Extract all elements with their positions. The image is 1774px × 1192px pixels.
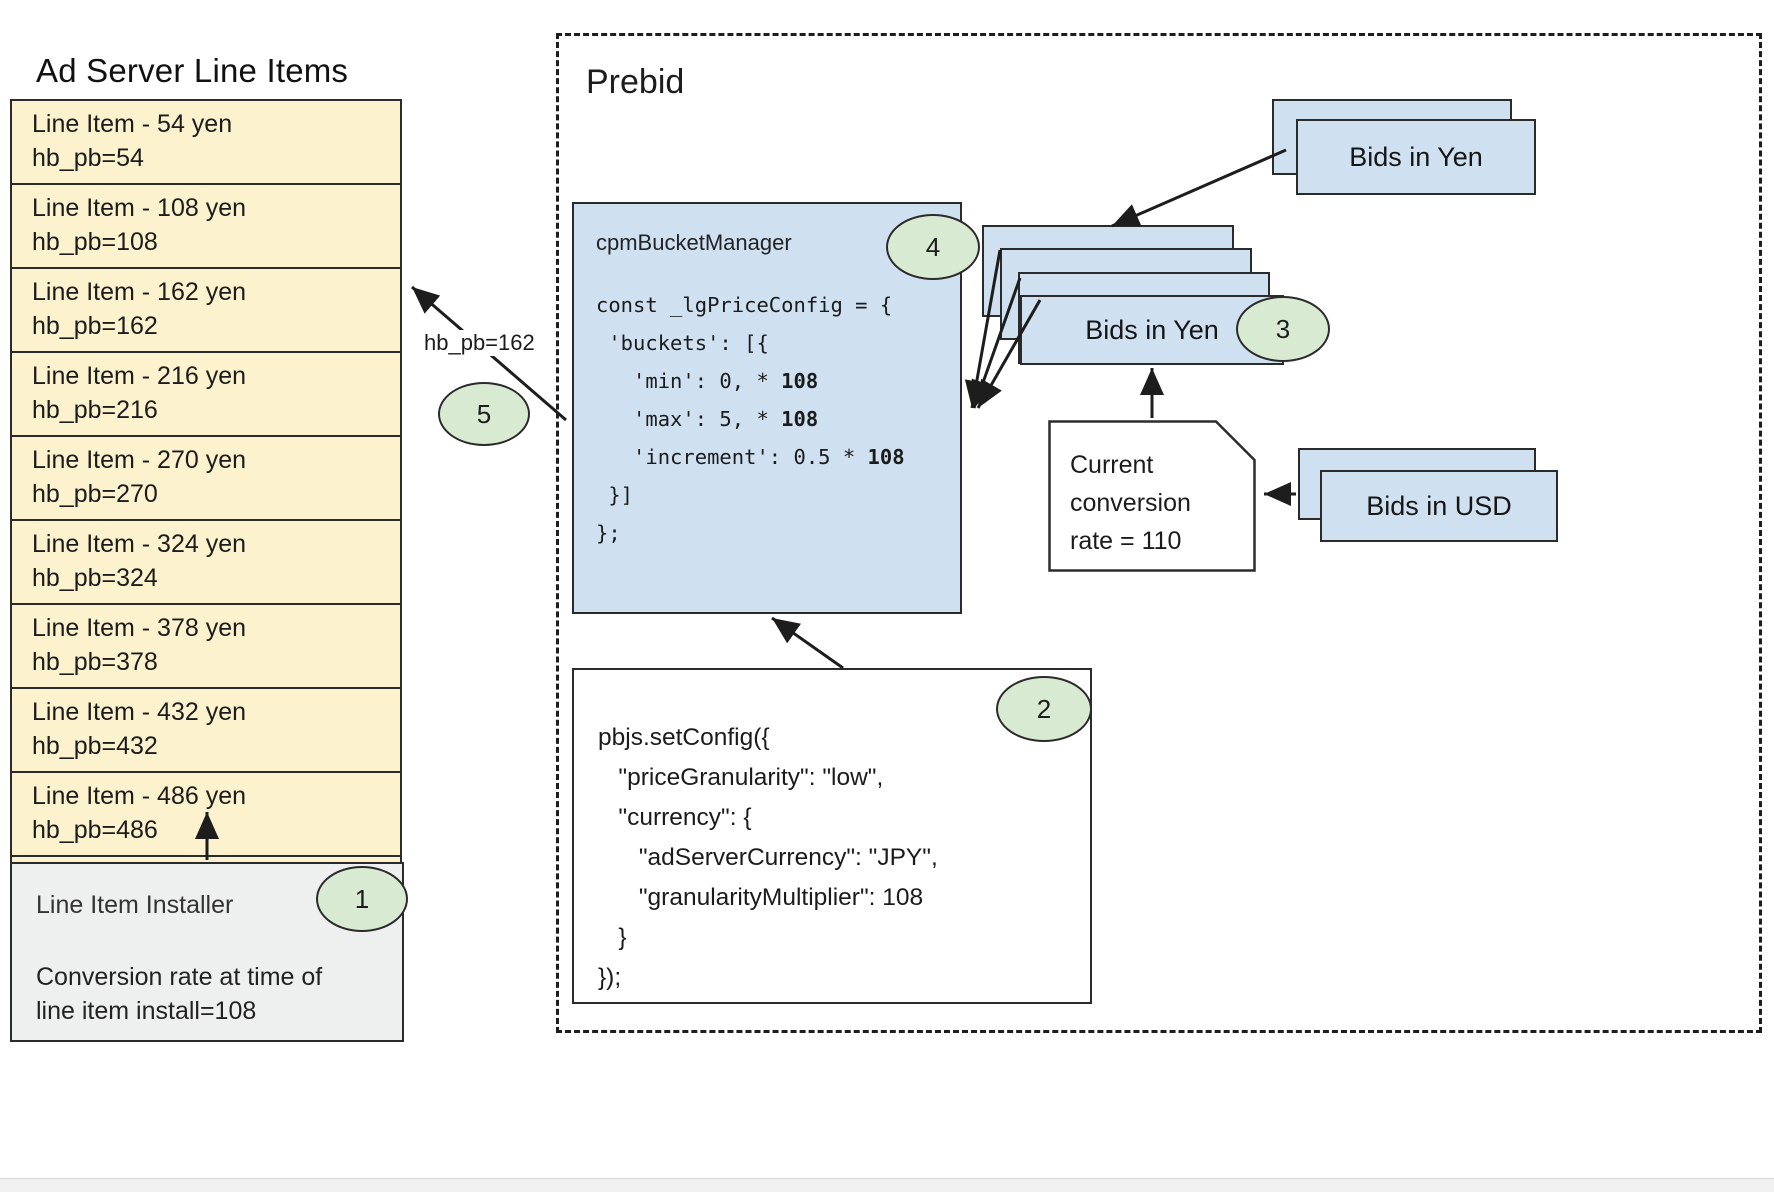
line-item-name: Line Item - 54 yen: [32, 110, 233, 138]
prebid-title: Prebid: [586, 63, 685, 101]
bids-in-yen-converted-label: Bids in Yen: [1085, 314, 1219, 345]
cpm-code-line: };: [596, 521, 621, 545]
line-item-name: Line Item - 270 yen: [32, 446, 247, 474]
list-item[interactable]: Line Item - 378 yen hb_pb=378: [12, 605, 400, 689]
set-config-box: pbjs.setConfig({ "priceGranularity": "lo…: [572, 668, 1092, 1004]
line-item-name: Line Item - 216 yen: [32, 362, 247, 390]
step-badge-4[interactable]: 4: [886, 214, 980, 280]
set-config-code-line: "priceGranularity": "low",: [598, 764, 884, 791]
set-config-code-line: }: [598, 924, 627, 951]
cpm-code-line: 'increment': 0.5 * 108: [596, 445, 905, 469]
line-item-targeting: hb_pb=162: [32, 312, 158, 340]
list-item[interactable]: Line Item - 324 yen hb_pb=324: [12, 521, 400, 605]
ad-server-line-items-title: Ad Server Line Items: [36, 52, 349, 89]
step-badge-3[interactable]: 3: [1236, 296, 1330, 362]
list-item[interactable]: Line Item - 108 yen hb_pb=108: [12, 185, 400, 269]
bids-in-yen-converted-box[interactable]: Bids in Yen: [1020, 295, 1284, 365]
line-item-name: Line Item - 162 yen: [32, 278, 247, 306]
cpm-code-line: 'max': 5, * 108: [596, 407, 819, 431]
cpm-code-line: }]: [596, 483, 634, 507]
prebid-boundary: [556, 33, 1762, 1033]
set-config-code-line: "adServerCurrency": "JPY",: [598, 844, 938, 871]
cpm-code-line: const _lgPriceConfig = {: [596, 293, 893, 317]
bids-in-yen-incoming-box[interactable]: Bids in Yen: [1296, 119, 1536, 195]
line-item-targeting: hb_pb=324: [32, 564, 158, 592]
line-item-name: Line Item - 378 yen: [32, 614, 247, 642]
conversion-rate-note-shape: [1048, 420, 1256, 572]
step-badge-2[interactable]: 2: [996, 676, 1092, 742]
line-item-list: Line Item - 54 yen hb_pb=54 Line Item - …: [10, 99, 402, 941]
list-item[interactable]: Line Item - 162 yen hb_pb=162: [12, 269, 400, 353]
list-item[interactable]: Line Item - 486 yen hb_pb=486: [12, 773, 400, 857]
list-item[interactable]: Line Item - 270 yen hb_pb=270: [12, 437, 400, 521]
set-config-code-line: pbjs.setConfig({: [598, 724, 770, 751]
set-config-code-line: });: [598, 964, 622, 991]
line-item-targeting: hb_pb=378: [32, 648, 158, 676]
line-item-targeting: hb_pb=108: [32, 228, 158, 256]
line-item-name: Line Item - 486 yen: [32, 782, 247, 810]
cpm-code-line: 'buckets': [{: [596, 331, 769, 355]
conversion-rate-note-text: Current conversion rate = 110: [1070, 451, 1191, 555]
edge-label-hb-pb: hb_pb=162: [422, 330, 537, 356]
line-item-installer-title: Line Item Installer: [36, 891, 234, 919]
set-config-code-line: "granularityMultiplier": 108: [598, 884, 924, 911]
step-badge-1[interactable]: 1: [316, 866, 408, 932]
set-config-code: pbjs.setConfig({ "priceGranularity": "lo…: [598, 718, 1090, 998]
bids-in-usd-box[interactable]: Bids in USD: [1320, 470, 1558, 542]
line-item-name: Line Item - 432 yen: [32, 698, 247, 726]
line-item-name: Line Item - 324 yen: [32, 530, 247, 558]
line-item-targeting: hb_pb=270: [32, 480, 158, 508]
window-bottom-strip: [0, 1178, 1774, 1192]
bids-in-usd-label: Bids in USD: [1366, 490, 1512, 521]
bids-in-yen-incoming-label: Bids in Yen: [1349, 141, 1483, 172]
cpm-code-line: 'min': 0, * 108: [596, 369, 819, 393]
step-badge-5[interactable]: 5: [438, 382, 530, 446]
list-item[interactable]: Line Item - 432 yen hb_pb=432: [12, 689, 400, 773]
set-config-code-line: "currency": {: [598, 804, 752, 831]
list-item[interactable]: Line Item - 216 yen hb_pb=216: [12, 353, 400, 437]
cpm-bucket-manager-title: cpmBucketManager: [596, 230, 792, 255]
line-item-targeting: hb_pb=54: [32, 144, 144, 172]
line-item-name: Line Item - 108 yen: [32, 194, 247, 222]
line-item-targeting: hb_pb=216: [32, 396, 158, 424]
line-item-targeting: hb_pb=432: [32, 732, 158, 760]
line-item-installer-note: Conversion rate at time of line item ins…: [36, 963, 323, 1025]
cpm-bucket-manager-box: cpmBucketManager const _lgPriceConfig = …: [572, 202, 962, 614]
list-item[interactable]: Line Item - 54 yen hb_pb=54: [12, 101, 400, 185]
cpm-bucket-manager-code: const _lgPriceConfig = { 'buckets': [{ '…: [596, 286, 960, 552]
line-item-targeting: hb_pb=486: [32, 816, 158, 844]
